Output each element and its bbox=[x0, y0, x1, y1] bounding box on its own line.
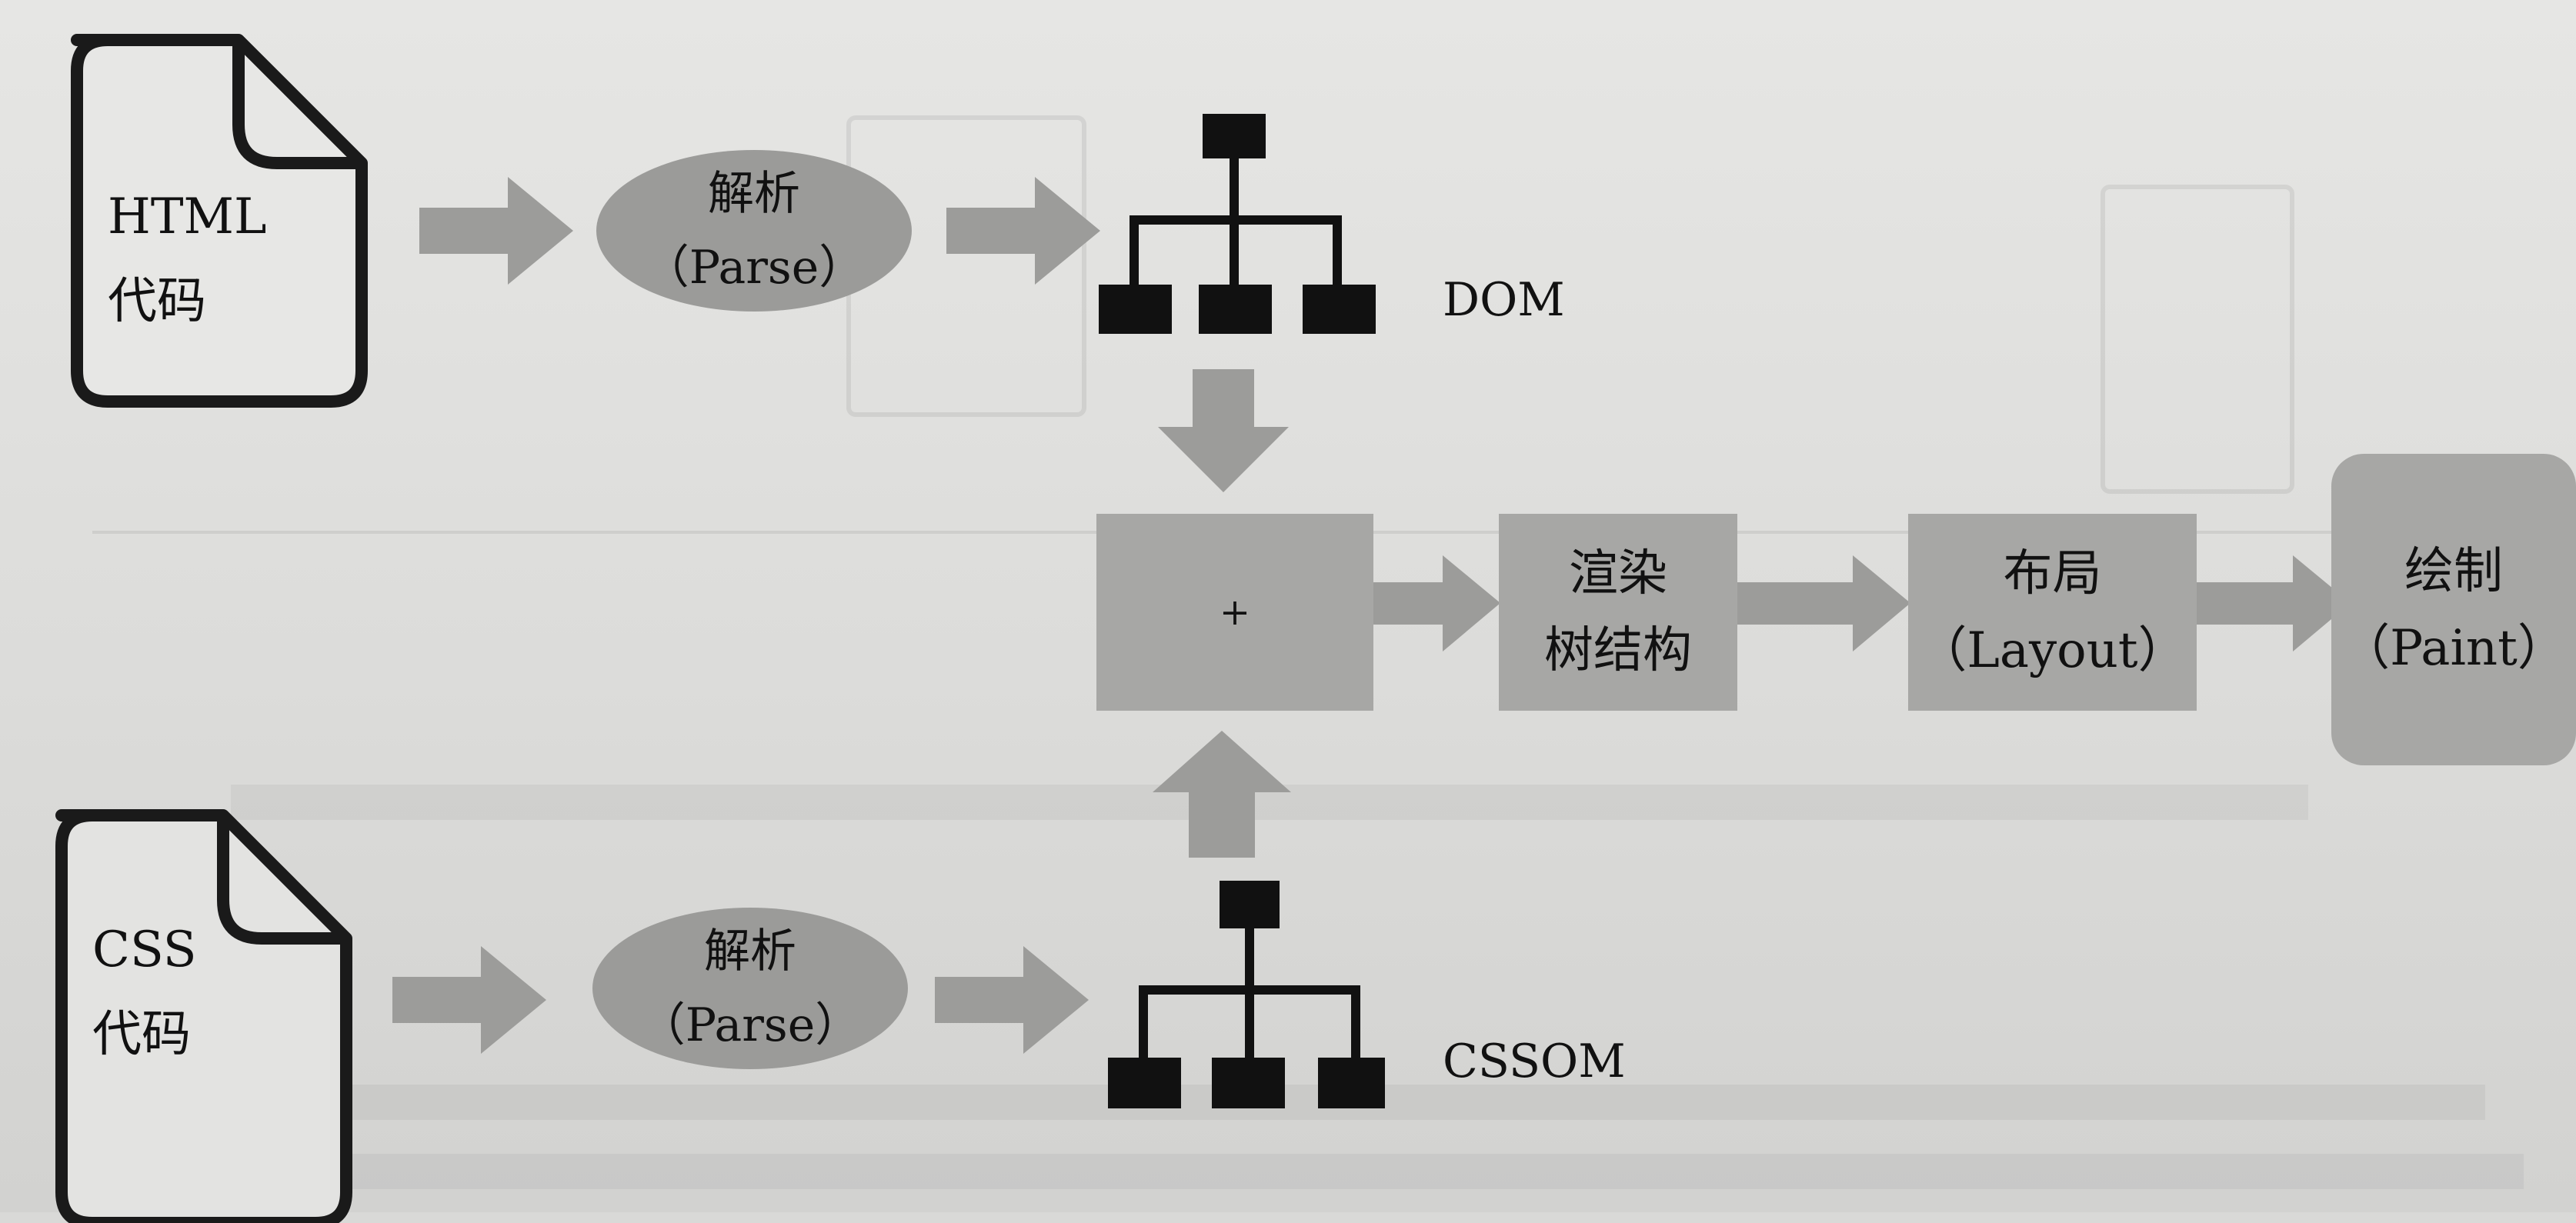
html-document-icon: HTML 代码 bbox=[46, 17, 368, 408]
render-tree-subtitle: 树结构 bbox=[1544, 622, 1692, 679]
paint-title: 绘制 bbox=[2404, 542, 2503, 600]
dom-label: DOM bbox=[1443, 273, 1565, 327]
paint-subtitle: （Paint） bbox=[2341, 619, 2567, 677]
parse-node-title: 解析 bbox=[704, 925, 796, 978]
html-document-label: HTML 代码 bbox=[108, 175, 292, 344]
parse-node-title: 解析 bbox=[708, 167, 800, 221]
arrow-right-icon bbox=[946, 177, 1100, 285]
css-label-line2: 代码 bbox=[92, 1006, 191, 1063]
parse-node-css: 解析 （Parse） bbox=[592, 908, 908, 1069]
dom-tree-icon bbox=[1099, 114, 1376, 352]
arrow-right-icon bbox=[392, 946, 546, 1054]
arrow-right-icon bbox=[419, 177, 573, 285]
layout-subtitle: （Layout） bbox=[1917, 622, 2187, 679]
combine-node: + bbox=[1096, 514, 1373, 711]
paint-node: 绘制 （Paint） bbox=[2331, 454, 2576, 765]
html-label-line1: HTML bbox=[108, 188, 267, 245]
layout-node: 布局 （Layout） bbox=[1908, 514, 2197, 711]
parse-node-subtitle: （Parse） bbox=[639, 998, 862, 1052]
bleed-through-text bbox=[100, 1085, 2485, 1120]
render-tree-title: 渲染 bbox=[1569, 545, 1667, 602]
combine-node-symbol: + bbox=[1219, 591, 1251, 634]
cssom-label: CSSOM bbox=[1443, 1035, 1626, 1088]
arrow-up-icon bbox=[1153, 731, 1291, 858]
parse-node-html: 解析 （Parse） bbox=[596, 150, 912, 312]
arrow-down-icon bbox=[1158, 369, 1289, 492]
css-document-icon: CSS 代码 bbox=[31, 792, 352, 1223]
html-label-line2: 代码 bbox=[108, 273, 206, 330]
arrow-right-icon bbox=[1373, 555, 1500, 651]
bleed-through-box bbox=[2101, 185, 2294, 494]
bleed-through-text bbox=[100, 1154, 2524, 1189]
cssom-tree-icon bbox=[1108, 881, 1385, 1127]
css-document-label: CSS 代码 bbox=[92, 908, 277, 1077]
arrow-right-icon bbox=[2197, 555, 2351, 651]
layout-title: 布局 bbox=[2003, 545, 2102, 602]
css-label-line1: CSS bbox=[92, 921, 197, 978]
render-tree-node: 渲染 树结构 bbox=[1499, 514, 1737, 711]
parse-node-subtitle: （Parse） bbox=[642, 241, 866, 295]
arrow-right-icon bbox=[935, 946, 1089, 1054]
arrow-right-icon bbox=[1737, 555, 1910, 651]
